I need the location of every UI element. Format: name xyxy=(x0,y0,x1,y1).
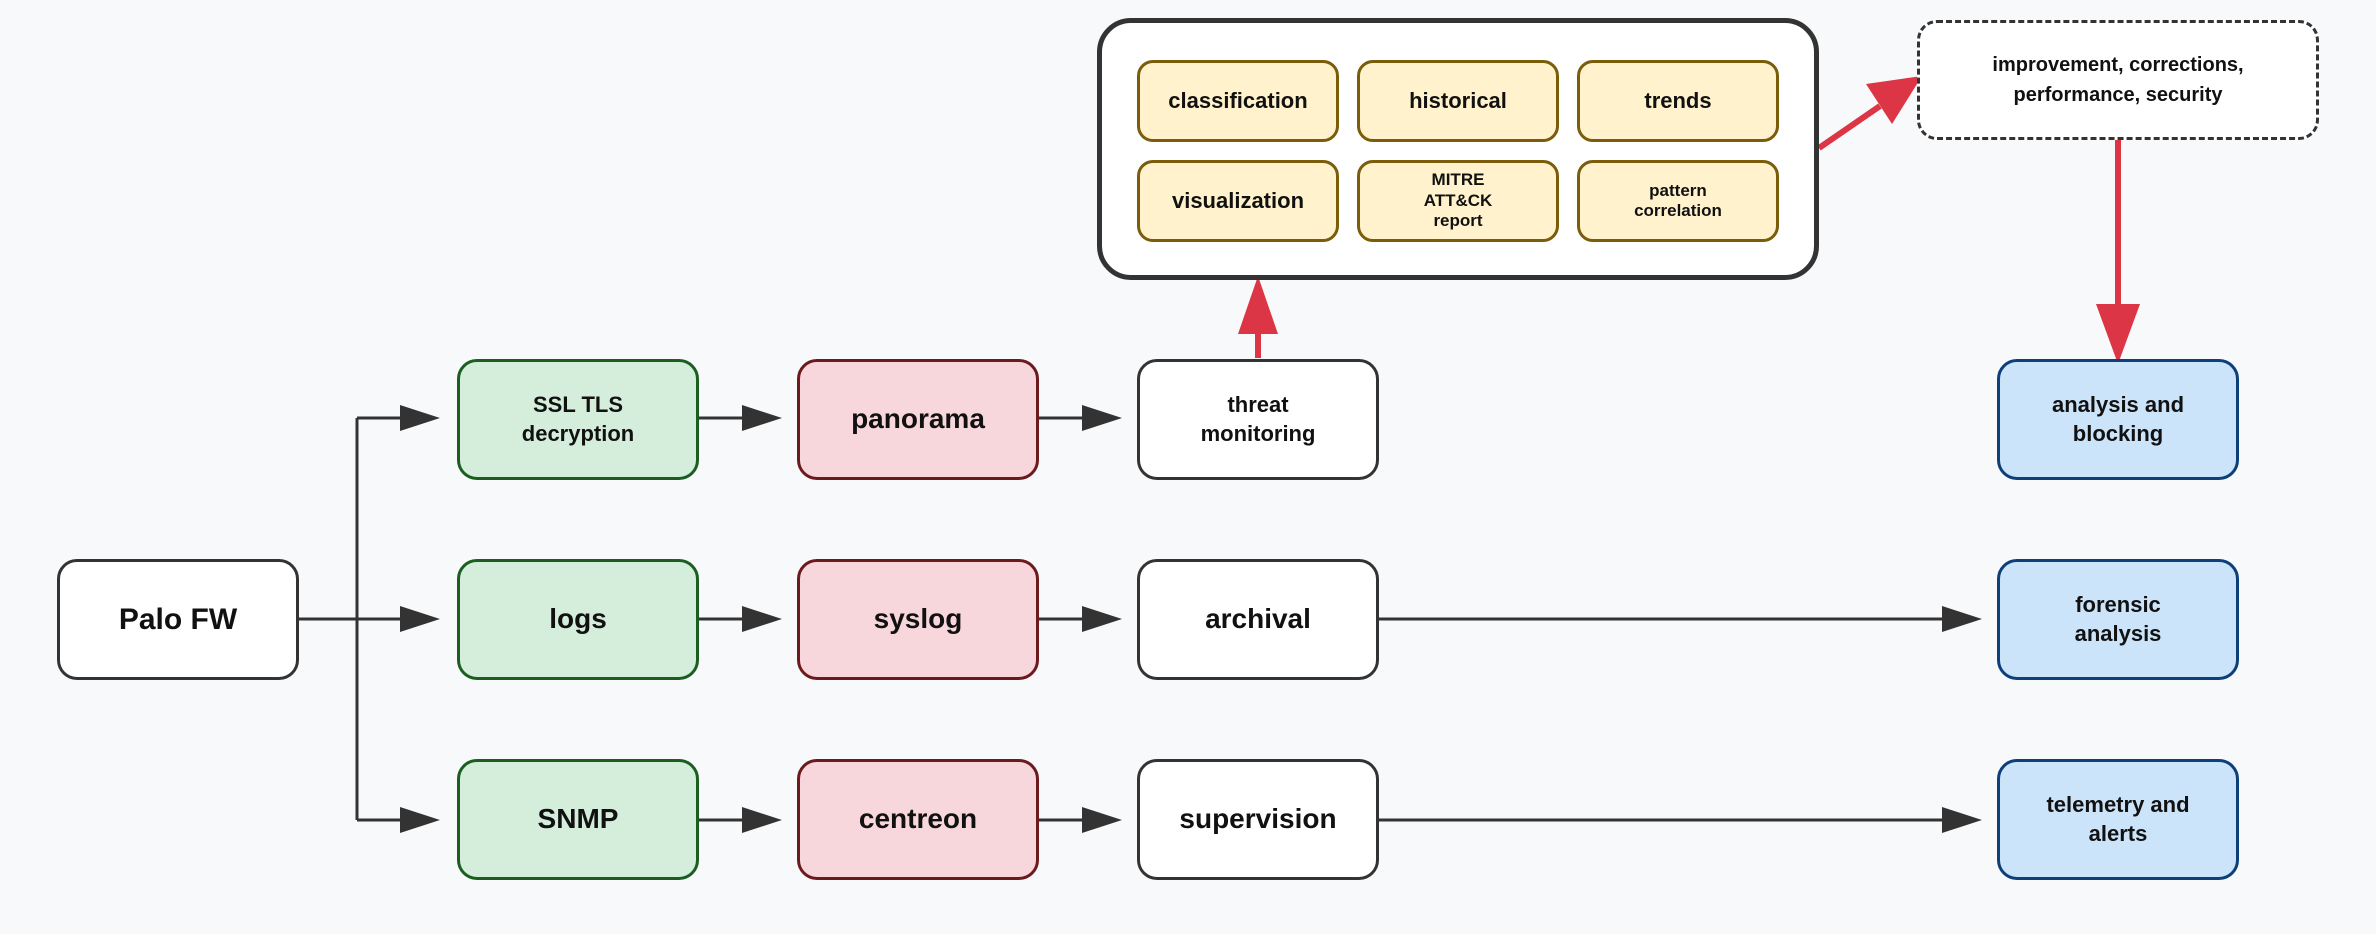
red-arrowhead-up xyxy=(1238,276,1278,334)
collect-node-logs: logs xyxy=(457,559,699,680)
collect-label: SSL TLS decryption xyxy=(521,391,635,446)
arrowhead-r1-b xyxy=(1082,405,1122,431)
outcome-label: forensic analysis xyxy=(2074,591,2162,646)
capability-chip-visualization: visualization xyxy=(1137,160,1339,242)
platform-node-syslog: syslog xyxy=(797,559,1039,680)
platform-node-centreon: centreon xyxy=(797,759,1039,880)
platform-node-panorama: panorama xyxy=(797,359,1039,480)
arrowhead-r3-a xyxy=(742,807,782,833)
capability-chip-classification: classification xyxy=(1137,60,1339,142)
capability-label: visualization xyxy=(1171,187,1305,213)
arrowhead-r3-b xyxy=(1082,807,1122,833)
capability-chip-trends: trends xyxy=(1577,60,1779,142)
capability-chip-historical: historical xyxy=(1357,60,1559,142)
capability-label: historical xyxy=(1409,87,1507,113)
red-arrow-feedback-line xyxy=(1817,103,1882,151)
collect-node-ssl: SSL TLS decryption xyxy=(457,359,699,480)
outcome-node-telemetry: telemetry and alerts xyxy=(1997,759,2239,880)
outcome-label: telemetry and alerts xyxy=(2046,791,2190,846)
arrowhead-r2-c xyxy=(1942,606,1982,632)
feedback-box: improvement, corrections, performance, s… xyxy=(1917,20,2319,140)
red-arrowhead-feedback xyxy=(1866,76,1922,124)
outcome-label: analysis and blocking xyxy=(2051,391,2185,446)
red-arrowhead-down xyxy=(2096,304,2140,364)
capability-label: pattern correlation xyxy=(1634,180,1722,220)
capability-label: classification xyxy=(1168,87,1308,113)
capability-chip-pattern: pattern correlation xyxy=(1577,160,1779,242)
outcome-node-analysis: analysis and blocking xyxy=(1997,359,2239,480)
collect-label: SNMP xyxy=(537,803,619,835)
usage-label: supervision xyxy=(1179,803,1337,835)
capability-chip-mitre: MITRE ATT&CK report xyxy=(1357,160,1559,242)
usage-node-supervision: supervision xyxy=(1137,759,1379,880)
arrowhead-fork-mid xyxy=(400,606,440,632)
outcome-node-forensic: forensic analysis xyxy=(1997,559,2239,680)
arrowhead-r2-b xyxy=(1082,606,1122,632)
feedback-label: improvement, corrections, performance, s… xyxy=(1992,54,2244,106)
platform-label: centreon xyxy=(858,803,978,835)
source-node: Palo FW xyxy=(57,559,299,680)
collect-label: logs xyxy=(549,603,607,635)
arrowhead-r3-c xyxy=(1942,807,1982,833)
arrowhead-fork-top xyxy=(400,405,440,431)
capability-label: MITRE ATT&CK report xyxy=(1423,170,1493,231)
source-label: Palo FW xyxy=(118,603,238,636)
usage-node-archival: archival xyxy=(1137,559,1379,680)
arrowhead-r2-a xyxy=(742,606,782,632)
collect-node-snmp: SNMP xyxy=(457,759,699,880)
capability-label: trends xyxy=(1644,87,1712,113)
platform-label: panorama xyxy=(851,403,985,435)
capabilities-container: classification historical trends visuali… xyxy=(1097,18,1819,280)
usage-node-threat: threat monitoring xyxy=(1137,359,1379,480)
platform-label: syslog xyxy=(873,603,963,635)
arrowhead-r1-a xyxy=(742,405,782,431)
usage-label: threat monitoring xyxy=(1200,391,1316,446)
arrowhead-fork-bottom xyxy=(400,807,440,833)
usage-label: archival xyxy=(1205,603,1311,635)
